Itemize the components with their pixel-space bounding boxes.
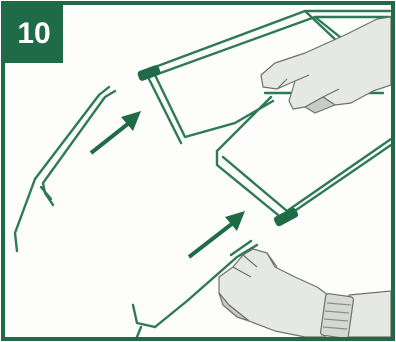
- wire-frame-icon: [13, 9, 391, 337]
- step-number-badge: 10: [5, 5, 63, 63]
- left-hand-icon: [218, 248, 391, 337]
- wristwatch-icon: [320, 293, 354, 337]
- right-hand-icon: [260, 16, 391, 114]
- arrow-icon: [89, 111, 245, 259]
- assembly-illustration: [13, 9, 391, 337]
